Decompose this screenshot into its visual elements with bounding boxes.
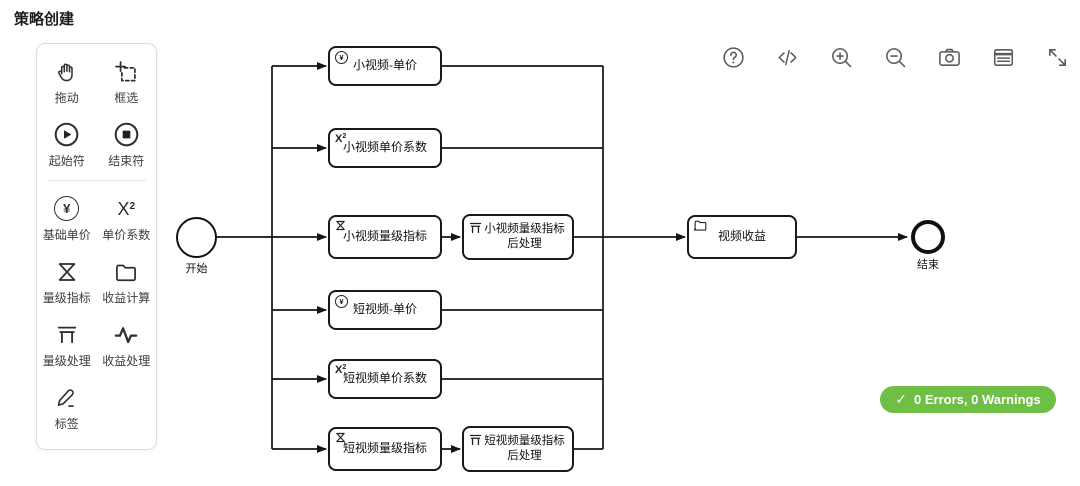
x-squared-icon: X2 [335,133,347,145]
node-video-revenue[interactable]: 视频收益 [687,215,797,259]
palette-item-label: 拖动 [54,90,79,105]
canvas-toolbar [721,45,1070,70]
pencil-icon [54,382,80,414]
yen-circle-icon: ¥ [335,295,348,308]
end-event-icon [113,119,140,151]
hourglass-icon [335,220,346,231]
hourglass-icon [54,256,80,288]
palette-item-label: 基础单价 [42,227,91,242]
start-event[interactable] [176,217,217,258]
check-icon: ✓ [895,391,908,407]
node-short-video-unit-price[interactable]: ¥ 短视频-单价 [328,290,442,330]
folder-icon [113,256,139,288]
camera-icon [939,48,960,66]
lint-status-badge[interactable]: ✓ 0 Errors, 0 Warnings [880,386,1056,413]
palette-item-label-tool[interactable]: 标签 [37,375,97,438]
palette-item-label: 量级处理 [42,353,91,368]
palette-item-price-factor[interactable]: X2 单价系数 [97,186,157,249]
node-label: 小视频量级指标 后处理 [484,223,565,250]
node-small-video-price-factor[interactable]: X2 小视频单价系数 [328,128,442,168]
folder-icon [694,220,707,231]
palette-item-label: 收益计算 [102,290,151,305]
pi-overline-icon [54,319,80,351]
yen-circle-icon: ¥ [335,51,348,64]
node-small-video-magnitude-metric[interactable]: 小视频量级指标 [328,215,442,259]
zoom-in-button[interactable] [829,45,854,70]
node-short-video-price-factor[interactable]: X2 短视频单价系数 [328,359,442,399]
palette-item-label: 结束符 [108,153,145,168]
x-squared-icon: X2 [117,198,136,219]
end-event[interactable] [911,220,945,254]
palette-item-magnitude-process[interactable]: 量级处理 [37,312,97,375]
screenshot-button[interactable] [937,45,962,70]
node-label: 短视频量级指标 [342,441,427,456]
node-label: 短视频-单价 [353,302,417,317]
fullscreen-button[interactable] [1045,45,1070,70]
page-title: 策略创建 [14,11,75,28]
log-button[interactable] [991,45,1016,70]
palette-item-label: 单价系数 [102,227,151,242]
palette-item-label: 框选 [114,90,139,105]
lint-status-text: 0 Errors, 0 Warnings [914,392,1041,407]
palette-item-revenue-process[interactable]: 收益处理 [97,312,157,375]
palette-item-marquee[interactable]: 框选 [97,49,157,112]
pulse-icon [113,319,139,351]
node-short-video-magnitude-postprocess[interactable]: 短视频量级指标 后处理 [462,426,574,472]
zoom-out-icon [886,48,906,68]
hourglass-icon [335,432,346,443]
code-button[interactable] [775,45,800,70]
palette-item-label: 标签 [54,416,79,431]
palette-divider [47,180,146,181]
code-icon [778,49,797,66]
marquee-icon [113,56,139,88]
node-label: 小视频-单价 [353,58,417,73]
node-label: 视频收益 [717,229,766,244]
pi-overline-icon [469,222,482,234]
palette-item-label: 起始符 [48,153,85,168]
expand-icon [1049,49,1066,66]
palette-item-start-event[interactable]: 起始符 [37,112,97,175]
node-label: 短视频量级指标 后处理 [484,435,565,462]
palette-item-revenue-calc[interactable]: 收益计算 [97,249,157,312]
palette-item-label: 量级指标 [42,290,91,305]
start-event-label: 开始 [185,263,208,275]
x-squared-icon: X2 [335,364,347,376]
hand-icon [54,56,80,88]
node-small-video-unit-price[interactable]: ¥ 小视频-单价 [328,46,442,86]
palette-panel: 拖动 框选 起始符 [36,43,157,450]
palette-item-magnitude-metric[interactable]: 量级指标 [37,249,97,312]
node-label: 短视频单价系数 [342,371,427,386]
palette-item-label: 收益处理 [102,353,151,368]
help-button[interactable] [721,45,746,70]
palette-item-end-event[interactable]: 结束符 [97,112,157,175]
node-short-video-magnitude-metric[interactable]: 短视频量级指标 [328,427,442,471]
end-event-label: 结束 [917,259,939,271]
node-label: 小视频单价系数 [342,140,427,155]
palette-item-base-price[interactable]: ¥ 基础单价 [37,186,97,249]
node-label: 小视频量级指标 [342,229,427,244]
palette-item-drag[interactable]: 拖动 [37,49,97,112]
pi-overline-icon [469,434,482,446]
yen-circle-icon: ¥ [54,193,80,225]
zoom-out-button[interactable] [883,45,908,70]
notes-icon [993,49,1014,66]
start-event-icon [53,119,80,151]
zoom-in-icon [832,48,852,68]
node-small-video-magnitude-postprocess[interactable]: 小视频量级指标 后处理 [462,214,574,260]
help-icon [723,47,744,68]
